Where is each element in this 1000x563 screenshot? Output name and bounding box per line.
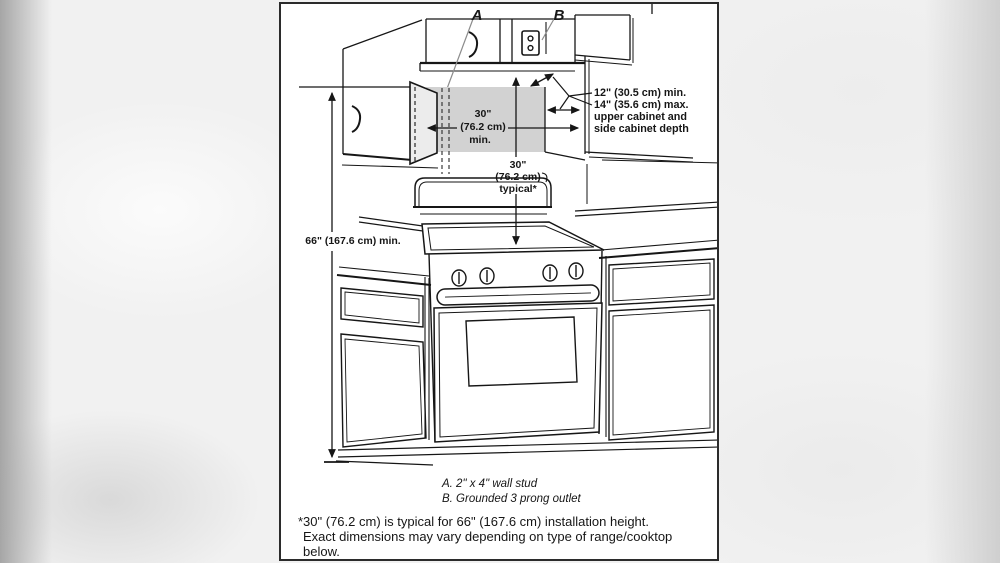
drawer-front [608, 258, 715, 306]
svg-text:typical*: typical* [499, 183, 537, 195]
dim-cabinet-depth [529, 73, 593, 114]
left-upper-cabinet [299, 80, 439, 169]
leader-a [444, 18, 474, 95]
svg-text:14" (35.6 cm) max.: 14" (35.6 cm) max. [594, 99, 689, 111]
leader-b [541, 18, 555, 41]
base-cabinet-right [598, 239, 717, 441]
install-height-label: 66" (167.6 cm) min. [305, 235, 401, 247]
svg-text:side cabinet depth: side cabinet depth [594, 123, 689, 135]
svg-text:*30" (76.2 cm) is typical for: *30" (76.2 cm) is typical for 66" (167.6… [298, 514, 649, 529]
base-cabinet-left [336, 266, 432, 448]
cabinet-depth-label: 12" (30.5 cm) min. 14" (35.6 cm) max. up… [594, 87, 689, 135]
callout-b: B [554, 7, 565, 24]
svg-text:upper cabinet and: upper cabinet and [594, 111, 687, 123]
upper-cabinets [342, 4, 653, 154]
control-knobs [451, 262, 584, 287]
oven-door [433, 302, 603, 443]
callout-a: A [471, 7, 483, 24]
installation-diagram-panel: 66" (167.6 cm) min. 30" (76.2 cm) min. 3… [279, 2, 719, 561]
svg-text:12" (30.5 cm) min.: 12" (30.5 cm) min. [594, 87, 686, 99]
svg-text:Exact dimensions may vary depe: Exact dimensions may vary depending on t… [303, 529, 672, 544]
oven-window [465, 316, 578, 387]
svg-text:(76.2 cm): (76.2 cm) [495, 171, 541, 183]
callout-leaders [444, 18, 555, 95]
cabinet-angled-face [409, 80, 438, 166]
legend-outlet: B. Grounded 3 prong outlet [442, 493, 582, 505]
legend-wall-stud: A. 2" x 4" wall stud [441, 478, 538, 490]
width-min-label: 30" (76.2 cm) min. [460, 108, 506, 146]
dim-install-height [324, 91, 349, 463]
microwave-recess [426, 87, 586, 174]
right-side-cabinet [574, 56, 717, 217]
wall-stud-dashed-lines [441, 88, 450, 174]
outlet-icon [521, 30, 540, 56]
svg-text:below.: below. [303, 544, 340, 559]
dim-height-typical [512, 76, 548, 246]
legend: A. 2" x 4" wall stud B. Grounded 3 prong… [441, 478, 582, 505]
cabinet-door [340, 333, 427, 448]
floor-lines [335, 439, 717, 466]
cabinet-handle-icon [351, 105, 362, 133]
height-typical-label: 30" (76.2 cm) typical* [495, 159, 541, 195]
svg-text:30": 30" [510, 159, 527, 171]
svg-text:min.: min. [469, 134, 491, 146]
cabinet-handle-icon [468, 31, 479, 58]
range [413, 177, 605, 443]
svg-text:30": 30" [475, 108, 492, 120]
left-wall-backsplash [358, 216, 431, 233]
cabinet-door [608, 304, 715, 441]
range-backsplash [414, 177, 552, 207]
installation-diagram: 66" (167.6 cm) min. 30" (76.2 cm) min. 3… [298, 4, 717, 559]
drawer-front [340, 287, 424, 328]
footnote: *30" (76.2 cm) is typical for 66" (167.6… [298, 514, 672, 559]
svg-text:(76.2 cm): (76.2 cm) [460, 121, 506, 133]
